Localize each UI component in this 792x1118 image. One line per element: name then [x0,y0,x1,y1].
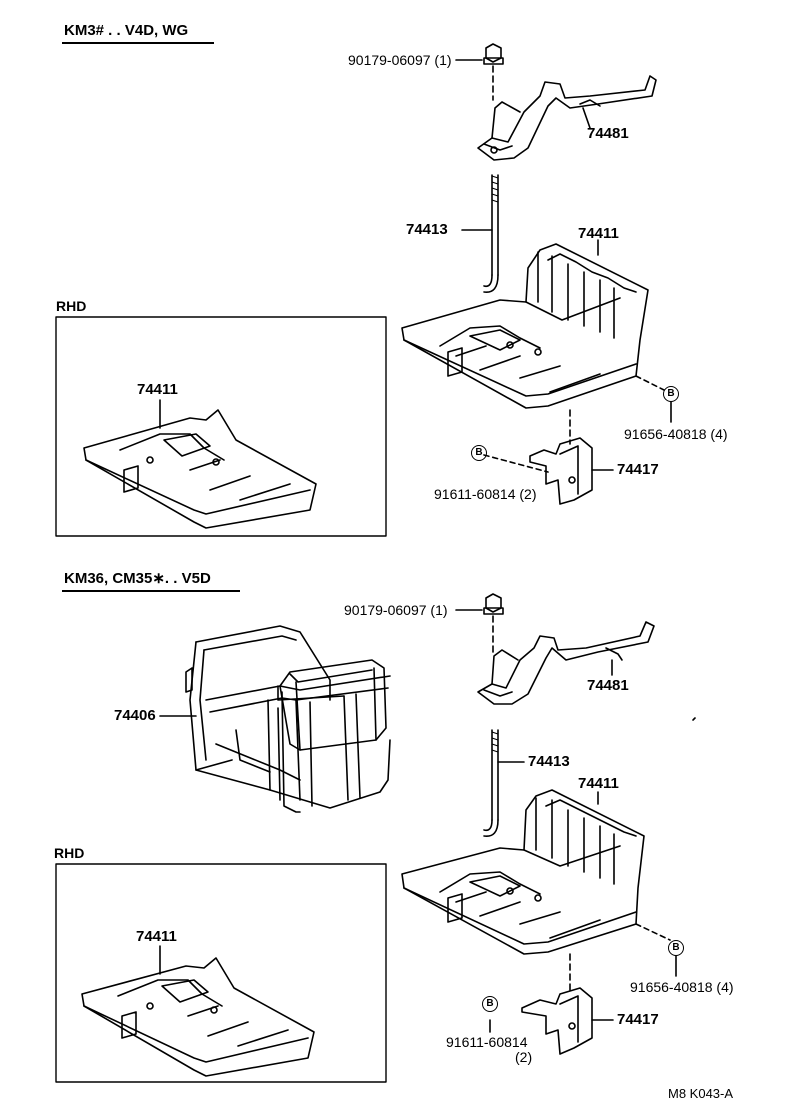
clamp-1 [477,75,657,161]
rod-1 [483,174,499,293]
figure-code: M8 K043-A [668,1086,734,1101]
rhd-frame-1 [55,316,387,537]
rhd-label-1: RHD [56,298,87,314]
rhd-tray-1 [83,409,317,529]
part-label-carrier: 74406 [114,707,156,724]
rhd-label-2: RHD [54,845,85,861]
part-label-bolt-left-qty-2: (2) [515,1049,533,1065]
tray-1 [401,243,649,409]
part-label-bolt-right-1: 91656-40818 (4) [624,426,728,442]
b-marker-left-1: B [471,445,487,461]
bracket-2 [521,953,593,1055]
part-label-clamp-2: 74481 [587,677,629,694]
part-label-clamp-1: 74481 [587,125,629,142]
part-label-bracket-1: 74417 [617,461,659,478]
section-title-underline-2 [62,590,240,592]
part-label-tray-1: 74411 [578,225,619,242]
rhd-tray-2 [81,957,315,1077]
part-label-bolt-left-1: 91611-60814 (2) [434,486,537,502]
stray-mark [692,717,696,721]
part-label-clamp-nut-1: 90179-06097 (1) [348,52,452,68]
section-title-1: KM3# . . V4D, WG [64,22,189,39]
tray-2 [401,789,645,955]
section-title-underline-1 [62,42,214,44]
dash-b-right-2 [635,923,671,941]
part-label-rhd-tray-2: 74411 [136,928,177,945]
part-label-clamp-nut-2: 90179-06097 (1) [344,602,448,618]
b-marker-right-1: B [663,386,679,402]
part-label-bolt-left-2: 91611-60814 [446,1034,528,1050]
leader-clamp-1 [582,107,591,129]
rhd-frame-2 [55,863,387,1083]
b-marker-left-2: B [482,996,498,1012]
section-title-2: KM36, CM35∗. . V5D [64,570,211,587]
b-marker-right-2: B [668,940,684,956]
clamp-2 [477,621,655,705]
dash-b-right-1 [635,375,665,391]
part-label-tray-2: 74411 [578,775,619,792]
rod-2 [483,729,499,837]
part-label-bracket-2: 74417 [617,1011,659,1028]
nut-2 [483,593,504,653]
bracket-1 [529,409,593,505]
part-label-rod-1: 74413 [406,221,448,238]
nut-1 [483,43,504,101]
part-label-bolt-right-2: 91656-40818 (4) [630,979,734,995]
part-label-rod-2: 74413 [528,753,570,770]
carrier-frame [185,625,391,813]
dash-b-left-1 [483,454,549,473]
part-label-rhd-tray-1: 74411 [137,381,178,398]
